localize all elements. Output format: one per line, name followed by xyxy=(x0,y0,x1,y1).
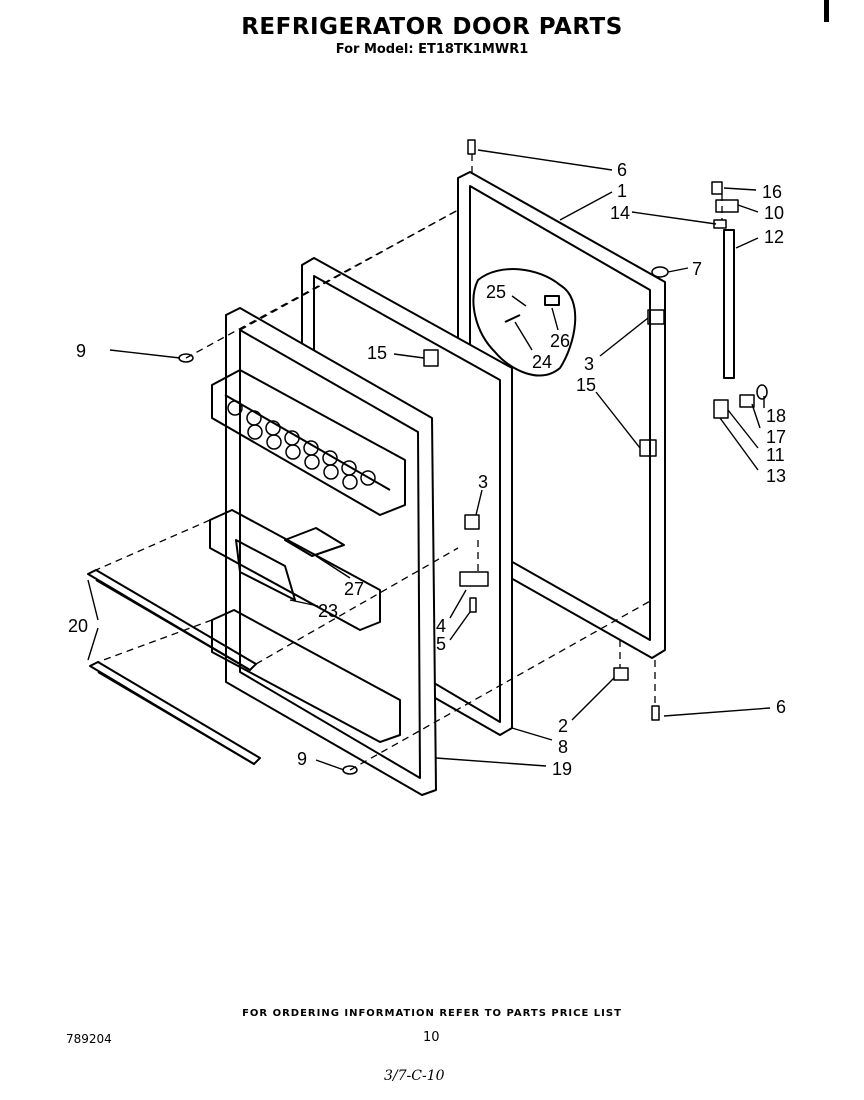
callout-12: 12 xyxy=(764,227,784,247)
callout-9-lower: 9 xyxy=(297,749,307,769)
callout-24: 24 xyxy=(532,352,552,372)
closure-bar xyxy=(723,229,735,379)
callout-2: 2 xyxy=(558,716,568,736)
callout-7: 7 xyxy=(692,259,702,279)
detail-bubble xyxy=(472,268,577,377)
clip-part-26 xyxy=(544,295,560,306)
callout-3-upper: 3 xyxy=(584,354,594,374)
callout-13: 13 xyxy=(766,466,786,486)
document-part-number: 789204 xyxy=(66,1032,112,1046)
handwritten-note: 3/7-C-10 xyxy=(384,1068,445,1084)
callout-14: 14 xyxy=(610,203,630,223)
callout-19: 19 xyxy=(552,759,572,779)
inner-door-liner xyxy=(209,307,437,796)
callout-17: 17 xyxy=(766,427,786,447)
callout-8: 8 xyxy=(558,737,568,757)
callout-15-left: 15 xyxy=(367,343,387,363)
callout-10: 10 xyxy=(764,203,784,223)
callout-20: 20 xyxy=(68,616,88,636)
callout-16: 16 xyxy=(762,182,782,202)
exploded-door-diagram: 6 1 14 16 10 12 7 25 26 24 3 15 15 9 18 … xyxy=(68,139,786,796)
callout-27: 27 xyxy=(344,579,364,599)
leader-lines xyxy=(87,149,771,771)
door-shelf-lower xyxy=(89,661,261,765)
screw-part-24 xyxy=(504,314,521,323)
callout-23: 23 xyxy=(318,601,338,621)
callout-25: 25 xyxy=(486,282,506,302)
model-subtitle: For Model: ET18TK1MWR1 xyxy=(335,42,529,57)
callout-9-upper: 9 xyxy=(76,341,86,361)
callout-5: 5 xyxy=(436,634,446,654)
page-title: REFRIGERATOR DOOR PARTS xyxy=(241,14,623,40)
callout-6-lower: 6 xyxy=(776,697,786,717)
callout-11: 11 xyxy=(766,445,785,465)
callout-1: 1 xyxy=(617,181,627,201)
callout-4: 4 xyxy=(436,616,446,636)
page-number: 10 xyxy=(423,1030,440,1045)
door-shelf-upper xyxy=(87,569,257,671)
callout-3-lower: 3 xyxy=(478,472,488,492)
callout-26: 26 xyxy=(550,331,570,351)
callout-15-right: 15 xyxy=(576,375,596,395)
callout-labels: 6 1 14 16 10 12 7 25 26 24 3 15 15 9 18 … xyxy=(68,160,786,779)
scan-edge-mark xyxy=(824,0,829,22)
alignment-lines xyxy=(95,154,723,771)
ordering-note: FOR ORDERING INFORMATION REFER TO PARTS … xyxy=(242,1008,622,1019)
callout-6: 6 xyxy=(617,160,627,180)
callout-18: 18 xyxy=(766,406,786,426)
